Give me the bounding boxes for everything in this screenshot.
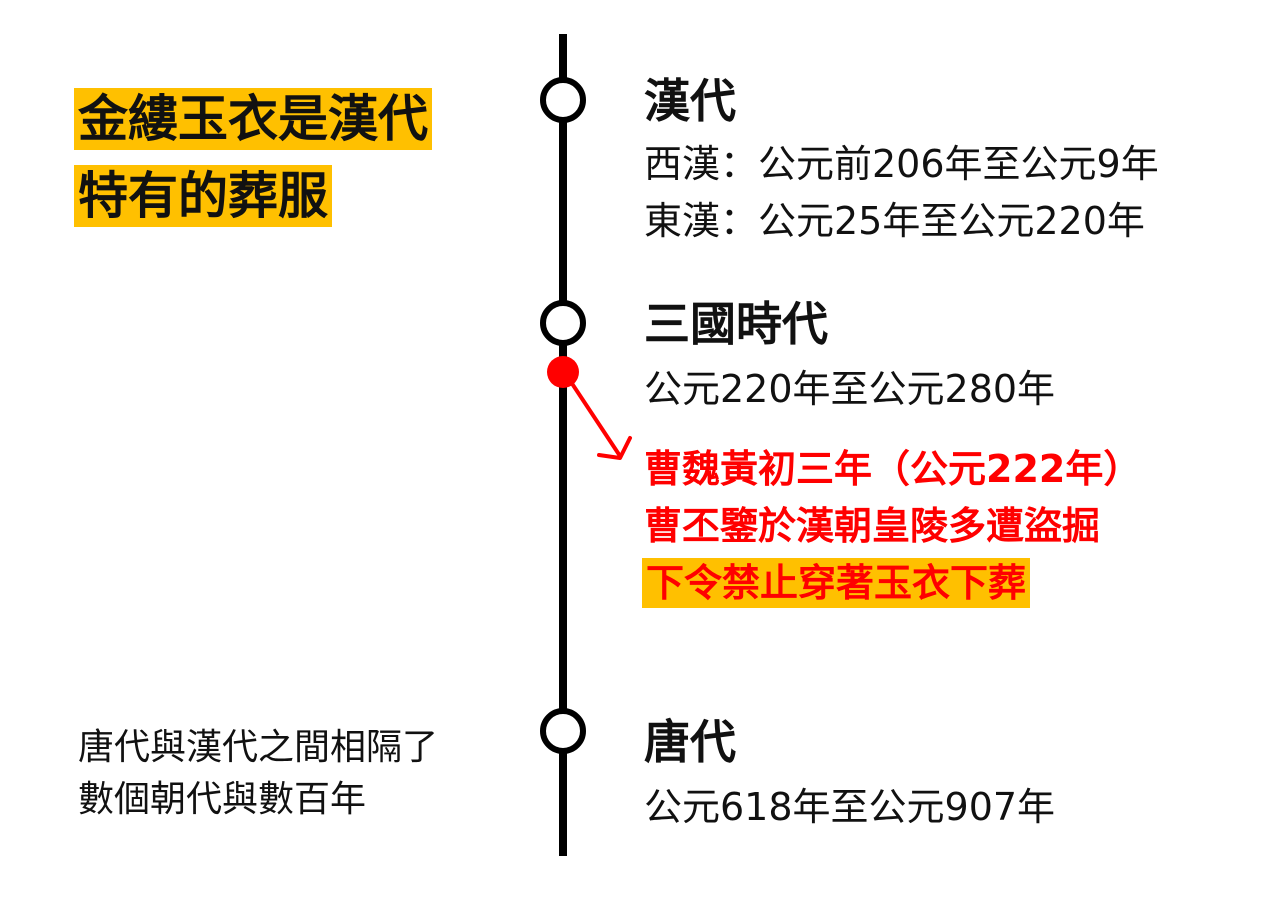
timeline-node-tang — [540, 708, 586, 754]
era-detail-eastern-han: 東漢：公元25年至公元220年 — [644, 199, 1145, 243]
era-title-three-kingdoms: 三國時代 — [644, 297, 828, 351]
note-line-2: 數個朝代與數百年 — [78, 779, 367, 820]
timeline-axis — [559, 34, 567, 856]
era-detail-western-han: 西漢：公元前206年至公元9年 — [644, 142, 1159, 186]
event-line-2: 曹丕鑒於漢朝皇陵多遭盜掘 — [644, 504, 1101, 548]
headline-line-2: 特有的葬服 — [74, 165, 332, 227]
timeline-node-han — [540, 77, 586, 123]
timeline-node-three-kingdoms — [540, 300, 586, 346]
headline-line-1: 金縷玉衣是漢代 — [74, 88, 432, 150]
event-line-3-highlighted: 下令禁止穿著玉衣下葬 — [642, 558, 1031, 608]
note-line-1: 唐代與漢代之間相隔了 — [78, 727, 439, 768]
era-title-han: 漢代 — [644, 74, 736, 128]
era-detail-tang: 公元618年至公元907年 — [644, 785, 1056, 829]
era-detail-three-kingdoms: 公元220年至公元280年 — [644, 367, 1056, 411]
era-title-tang: 唐代 — [644, 715, 736, 769]
event-line-1: 曹魏黃初三年（公元222年） — [644, 447, 1142, 491]
